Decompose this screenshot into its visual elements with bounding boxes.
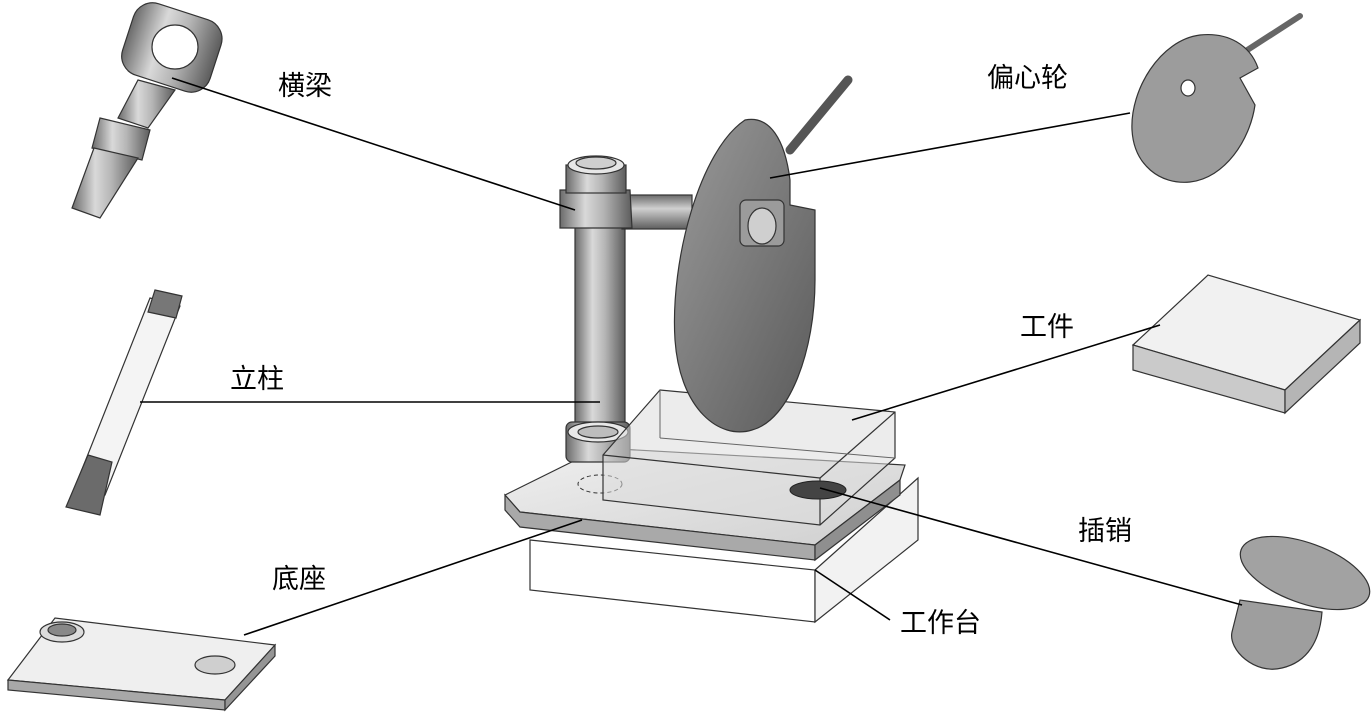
label-worktable: 工作台 [900, 608, 981, 639]
label-crossbeam: 横梁 [278, 71, 332, 102]
label-eccentric-wheel: 偏心轮 [987, 63, 1068, 94]
leader-eccentric-wheel [769, 112, 1131, 179]
label-column: 立柱 [230, 364, 284, 395]
part-eccentric-wheel [1131, 13, 1303, 183]
assembly-crossbeam [559, 155, 693, 230]
label-base: 底座 [272, 564, 326, 595]
assembly-workpiece [602, 389, 896, 526]
part-crossbeam [71, 2, 223, 219]
assembly-eccentric-wheel [673, 75, 853, 433]
part-base [6, 617, 277, 712]
leader-crossbeam [171, 77, 576, 211]
assembly-worktable [529, 476, 919, 624]
label-pin: 插销 [1078, 516, 1132, 547]
part-workpiece [1131, 274, 1362, 415]
label-workpiece: 工件 [1020, 312, 1074, 343]
part-column [65, 289, 183, 516]
part-pin [1231, 535, 1371, 670]
leader-base [243, 519, 583, 636]
assembly-column [565, 219, 631, 463]
leader-pin [819, 487, 1243, 606]
leader-workpiece [851, 324, 1161, 421]
leader-worktable [814, 569, 891, 621]
